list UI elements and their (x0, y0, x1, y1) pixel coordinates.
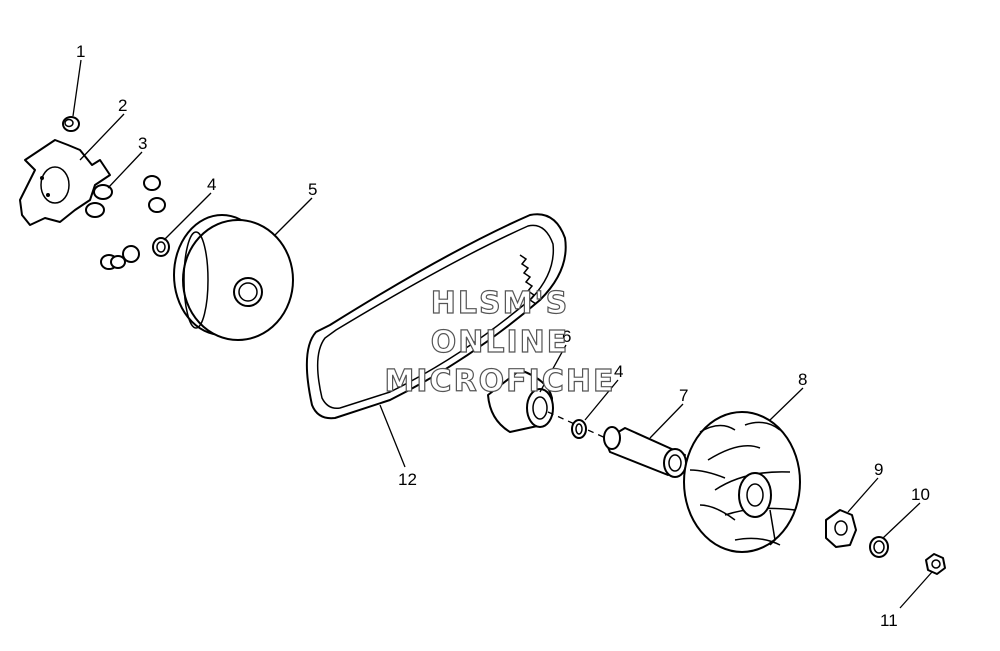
watermark-line-2: ONLINE (431, 325, 570, 360)
watermark-line-3: MICROFICHE (385, 364, 616, 399)
leader-lines (72, 59, 933, 609)
part-4-washer-lower (571, 419, 587, 439)
part-12-drive-belt (305, 213, 567, 420)
callout-2: 2 (118, 96, 127, 115)
callout-labels: 1 2 3 4 5 6 4 7 8 9 10 11 12 (76, 42, 930, 630)
watermark-line-1: HLSM'S (431, 286, 569, 321)
part-7-sleeve (603, 426, 687, 478)
part-8-fan-drive-face (683, 411, 801, 553)
part-2-ramp-plate (19, 139, 111, 226)
callout-12: 12 (398, 470, 417, 489)
part-3-rollers (85, 175, 166, 270)
callout-4-upper: 4 (207, 175, 216, 194)
callout-1: 1 (76, 42, 85, 61)
part-6-boss (487, 369, 554, 433)
part-9-plate (825, 509, 857, 548)
callout-11: 11 (880, 611, 898, 630)
callout-5: 5 (308, 180, 317, 199)
callout-7: 7 (679, 386, 688, 405)
part-11-nut (925, 553, 946, 575)
callout-6: 6 (562, 327, 571, 346)
part-5-drive-face (173, 214, 294, 341)
part-10-ring (869, 536, 889, 558)
callout-10: 10 (911, 485, 930, 504)
part-4-washer-upper (152, 237, 170, 257)
part-1-collar (62, 116, 80, 132)
callout-8: 8 (798, 370, 807, 389)
callout-3: 3 (138, 134, 147, 153)
callout-4-lower: 4 (614, 362, 623, 381)
watermark: HLSM'S ONLINE MICROFICHE (384, 285, 616, 399)
callout-9: 9 (874, 460, 883, 479)
